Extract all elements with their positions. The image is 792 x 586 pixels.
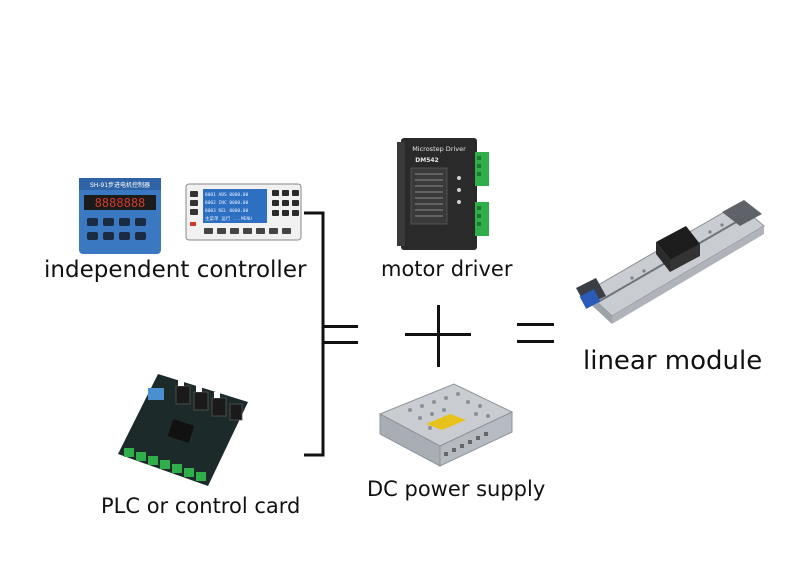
- driver-brand-text: Microstep Driver: [412, 145, 466, 153]
- dc-power-supply-label: DC power supply: [367, 477, 546, 501]
- lcd-line-1: 0001 ABS 0000.00: [205, 192, 249, 198]
- controller-header-text: SH-91步进电机控制器: [90, 181, 150, 189]
- stepper-driver-icon: Microstep Driver DM542: [397, 138, 489, 250]
- controller-panel-icon: SH-91步进电机控制器 8888888: [79, 178, 161, 254]
- plc-or-control-card-label: PLC or control card: [101, 494, 301, 518]
- lcd-line-4: 主菜单 运行 ...MENU: [205, 215, 252, 222]
- power-supply-icon: [378, 383, 514, 467]
- motor-driver-label: motor driver: [381, 257, 513, 281]
- controller-display-text: 8888888: [95, 196, 146, 210]
- lcd-line-3: 0003 REL 0000.00: [205, 208, 249, 214]
- lcd-line-2: 0002 INC 0000.00: [205, 200, 249, 206]
- lcd-controller-icon: 0001 ABS 0000.00 0002 INC 0000.00 0003 R…: [185, 183, 302, 241]
- driver-model-text: DM542: [415, 157, 438, 164]
- independent-controller-label: independent controller: [44, 257, 307, 283]
- plc-board-icon: [118, 374, 248, 486]
- controller-bracket: [304, 211, 325, 457]
- linear-module-label: linear module: [583, 346, 763, 376]
- linear-module-icon: [576, 200, 765, 324]
